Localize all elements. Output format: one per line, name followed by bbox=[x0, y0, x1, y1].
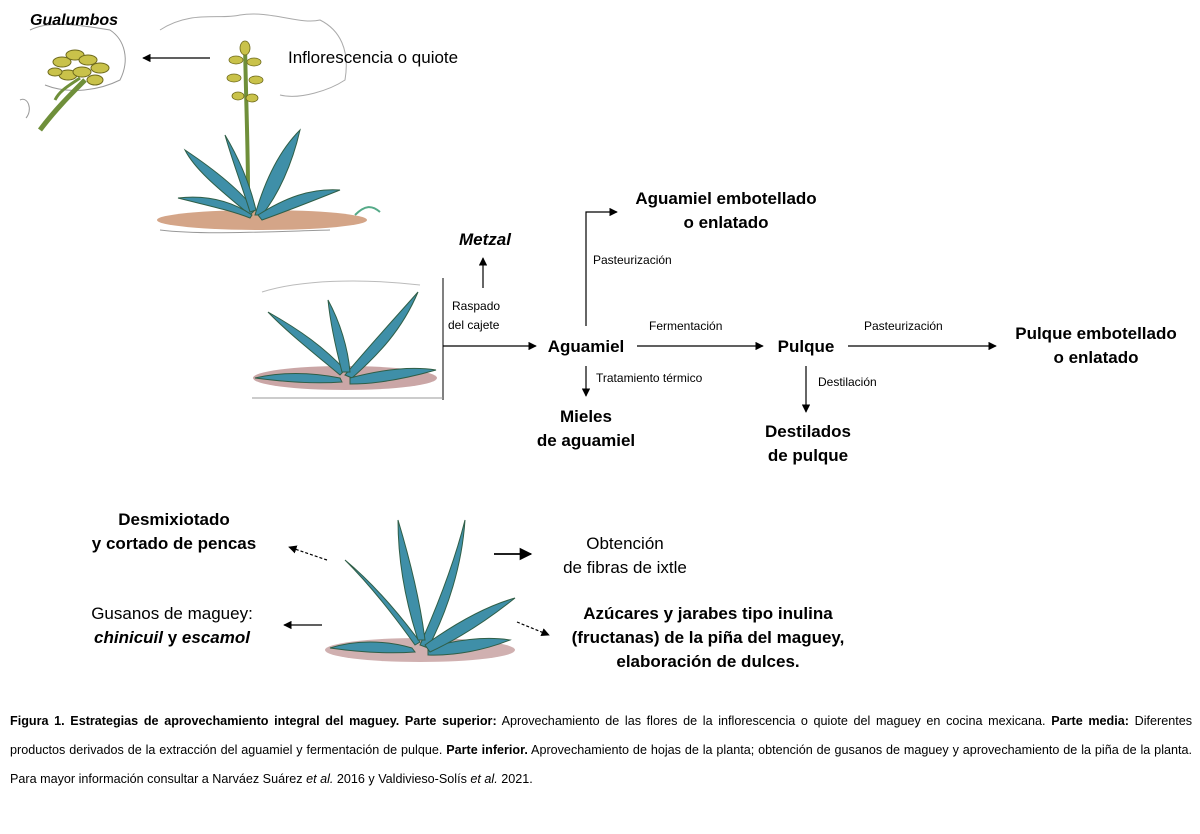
caption-inf-label: Parte inferior. bbox=[446, 743, 528, 757]
azucares-line-1: Azúcares y jarabes tipo inulina bbox=[583, 604, 833, 623]
gusanos-y: y bbox=[163, 628, 182, 647]
label-raspado: Raspado bbox=[452, 299, 501, 313]
bottom-agave-illustration bbox=[325, 519, 516, 662]
arrow-to-desmixiotado bbox=[288, 545, 328, 561]
gualumbos-illustration bbox=[19, 23, 126, 132]
destilados-line-2: de pulque bbox=[767, 446, 849, 465]
label-fermentacion: Fermentación bbox=[649, 319, 723, 333]
node-pulque: Pulque bbox=[777, 337, 835, 356]
label-obtencion: Obtención de fibras de ixtle bbox=[540, 532, 710, 580]
mieles-line-1: Mieles bbox=[560, 407, 612, 426]
pulque-embotellado-line-2: o enlatado bbox=[1053, 348, 1139, 367]
label-cajete: del cajete bbox=[448, 318, 500, 332]
gusanos-chinicuil: chinicuil bbox=[94, 628, 163, 647]
destilados-line-1: Destilados bbox=[765, 422, 851, 441]
label-gualumbos: Gualumbos bbox=[30, 12, 119, 29]
obtencion-line-1: Obtención bbox=[586, 534, 664, 553]
aguamiel-agave-illustration bbox=[252, 278, 444, 400]
caption-sup-text: Aprovechamiento de las flores de la infl… bbox=[496, 714, 1052, 728]
caption-media-text: Diferentes productos derivados de la ext… bbox=[10, 714, 1193, 757]
pulque-embotellado-line-1: Pulque embotellado bbox=[1015, 324, 1177, 343]
gusanos-escamol: escamol bbox=[181, 628, 250, 647]
label-tratamiento: Tratamiento térmico bbox=[596, 371, 703, 385]
quiote-agave-illustration bbox=[157, 13, 381, 234]
aguamiel-embotellado-line-1: Aguamiel embotellado bbox=[635, 189, 817, 208]
node-pulque-embotellado: Pulque embotellado o enlatado bbox=[996, 322, 1196, 370]
diagram-graphics bbox=[19, 13, 997, 662]
arrow-to-aguamiel-embotellado bbox=[585, 207, 618, 326]
node-aguamiel-embotellado: Aguamiel embotellado o enlatado bbox=[615, 187, 837, 235]
gusanos-line-2: chinicuil y escamol bbox=[74, 626, 270, 650]
figure-caption: Figura 1. Estrategias de aprovechamiento… bbox=[10, 707, 1192, 794]
caption-media-label: Parte media: bbox=[1051, 714, 1129, 728]
caption-mid-text: 2016 y Valdivieso-Solís bbox=[333, 772, 471, 786]
node-destilados: Destilados de pulque bbox=[752, 420, 864, 468]
label-desmixiotado: Desmixiotado y cortado de pencas bbox=[80, 508, 268, 556]
obtencion-line-2: de fibras de ixtle bbox=[563, 558, 687, 577]
label-metzal: Metzal bbox=[459, 230, 511, 249]
mieles-line-2: de aguamiel bbox=[536, 431, 636, 450]
azucares-line-2: (fructanas) de la piña del maguey, bbox=[571, 628, 845, 647]
label-gusanos: Gusanos de maguey: chinicuil y escamol bbox=[74, 602, 270, 650]
arrow-to-azucares bbox=[516, 621, 550, 637]
caption-end-text: 2021. bbox=[497, 772, 533, 786]
node-aguamiel: Aguamiel bbox=[547, 337, 625, 356]
caption-fig-label: Figura 1. Estrategias de aprovechamiento… bbox=[10, 714, 497, 728]
gusanos-line-1: Gusanos de maguey: bbox=[91, 604, 253, 623]
node-mieles: Mieles de aguamiel bbox=[525, 405, 647, 453]
caption-etal-2: et al. bbox=[470, 772, 498, 786]
desmixiotado-line-2: y cortado de pencas bbox=[91, 534, 257, 553]
label-inflorescencia: Inflorescencia o quiote bbox=[288, 48, 459, 67]
label-azucares: Azúcares y jarabes tipo inulina (fructan… bbox=[548, 602, 868, 674]
aguamiel-embotellado-line-2: o enlatado bbox=[683, 213, 769, 232]
caption-etal-1: et al. bbox=[306, 772, 334, 786]
azucares-line-3: elaboración de dulces. bbox=[616, 652, 800, 671]
caption-inf-text: Aprovechamiento de hojas de la planta; o… bbox=[10, 743, 1192, 786]
label-destilacion: Destilación bbox=[818, 375, 877, 389]
label-pasteurizacion-pulque: Pasteurización bbox=[864, 319, 943, 333]
desmixiotado-line-1: Desmixiotado bbox=[118, 510, 230, 529]
arrows bbox=[142, 53, 997, 637]
label-pasteurizacion-aguamiel: Pasteurización bbox=[593, 253, 672, 267]
